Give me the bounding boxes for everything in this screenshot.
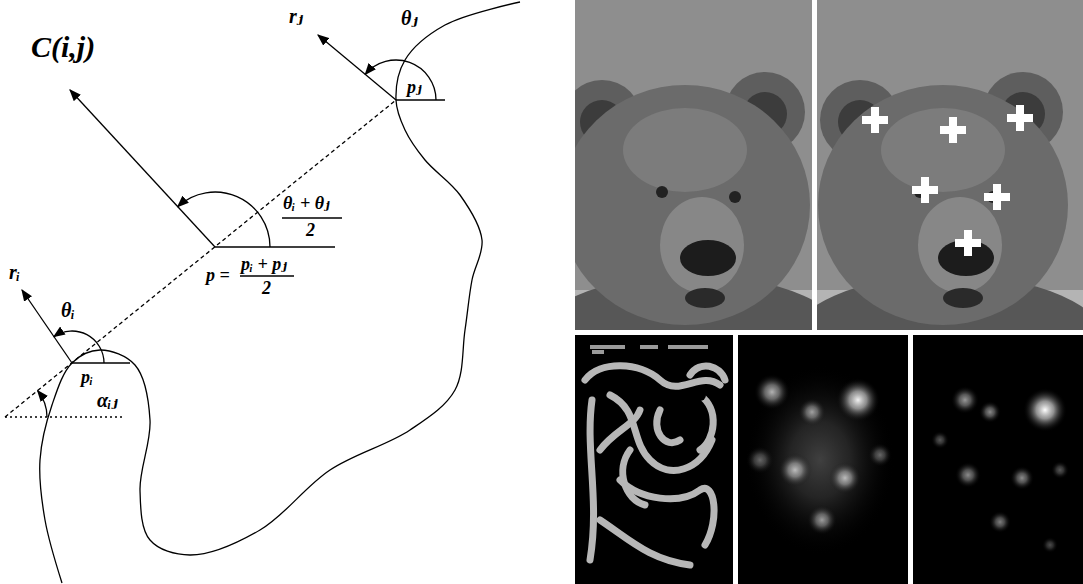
point-name: pᵢ	[80, 368, 94, 386]
vector-arrow	[318, 35, 396, 100]
fraction-numerator: pᵢ + pⱼ	[240, 255, 288, 273]
saliency-map	[738, 335, 908, 584]
fraction-denominator: 2	[305, 221, 316, 239]
vector-name: C(i,j)	[30, 32, 96, 62]
angle-arc	[365, 60, 436, 100]
vector-arrow	[70, 90, 215, 247]
cross-marker	[912, 177, 938, 203]
cross-marker	[1007, 105, 1033, 131]
photo-with-markers	[817, 0, 1083, 330]
cross-marker	[940, 117, 966, 143]
contour-curve	[40, 2, 520, 583]
angle-arc	[38, 391, 47, 417]
angle-name: αᵢⱼ	[96, 390, 119, 410]
vector-name: rᵢ	[8, 262, 21, 282]
cross-marker	[862, 107, 888, 133]
angle-name: θⱼ	[400, 8, 419, 28]
angle-arc	[178, 192, 270, 247]
point-name: pⱼ	[406, 78, 423, 96]
photo	[575, 0, 812, 330]
cross-marker	[984, 184, 1010, 210]
reference-line	[215, 246, 335, 247]
reference-line	[72, 362, 130, 363]
fraction-denominator: 2	[261, 279, 272, 297]
point-name: p =	[205, 266, 231, 284]
reference-line	[396, 99, 445, 100]
chord-line	[5, 100, 396, 417]
cross-marker	[955, 230, 981, 256]
angle-arc	[54, 331, 104, 363]
reference-line	[5, 416, 122, 417]
edge-map	[575, 335, 733, 584]
angle-name: θᵢ	[60, 300, 76, 320]
fraction-numerator: θᵢ + θⱼ	[282, 194, 331, 212]
fraction-bar	[282, 217, 342, 218]
saliency-map	[913, 335, 1083, 584]
vector-name: rⱼ	[288, 6, 304, 26]
geometry-illustration	[5, 2, 520, 583]
fraction-bar	[240, 275, 294, 276]
